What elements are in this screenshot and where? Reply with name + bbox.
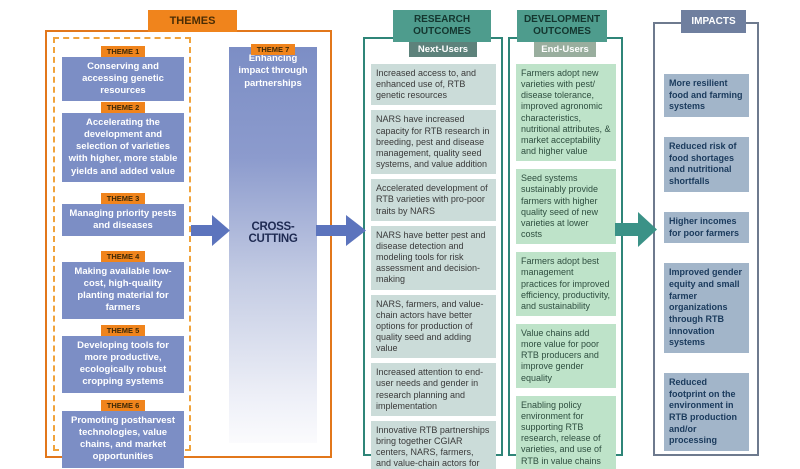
arrow-right-icon — [316, 215, 366, 246]
research-outcome-item: Increased attention to end-user needs an… — [371, 363, 496, 416]
theme-1-item: THEME 1 Conserving and accessing genetic… — [62, 39, 184, 102]
theme-2-box: Accelerating the development and selecti… — [62, 113, 184, 182]
impact-item: Improved gender equity and small farmer … — [664, 263, 749, 353]
arrow-right-icon — [191, 215, 230, 246]
research-outcomes-column-header: RESEARCH OUTCOMES — [393, 10, 491, 42]
theme-6-box: Promoting postharvest technologies, valu… — [62, 411, 184, 468]
research-outcome-item: Innovative RTB partnerships bring togeth… — [371, 420, 496, 469]
theme-4-item: THEME 4 Making available low-cost, high-… — [62, 244, 184, 319]
development-outcome-item: Value chains add more value for poor RTB… — [516, 323, 616, 388]
theme-1-tab: THEME 1 — [100, 46, 146, 57]
development-outcome-item: Farmers adopt best management practices … — [516, 252, 616, 316]
theme-1-box: Conserving and accessing genetic resourc… — [62, 57, 184, 102]
theme-4-tab: THEME 4 — [100, 251, 146, 262]
theme-5-item: THEME 5 Developing tools for more produc… — [62, 318, 184, 393]
impacts-column-header: IMPACTS — [681, 10, 746, 33]
development-outcomes-column-header: DEVELOPMENT OUTCOMES — [517, 10, 607, 42]
research-outcome-item: NARS have increased capacity for RTB res… — [371, 110, 496, 175]
theme-2-tab: THEME 2 — [100, 102, 146, 113]
development-outcomes-list: Farmers adopt new varieties with pest/ d… — [508, 37, 623, 469]
development-outcome-item: Seed systems sustainably provide farmers… — [516, 169, 616, 245]
theme-5-tab: THEME 5 — [100, 325, 146, 336]
impact-item: Higher incomes for poor farmers — [664, 211, 749, 244]
cross-cutting-label: CROSS-CUTTING — [248, 221, 298, 245]
theme-6-item: THEME 6 Promoting postharvest technologi… — [62, 393, 184, 468]
impact-item: Reduced footprint on the environment in … — [664, 373, 749, 452]
development-outcome-item: Farmers adopt new varieties with pest/ d… — [516, 64, 616, 162]
theme-3-tab: THEME 3 — [100, 193, 146, 204]
impact-item: More resilient food and farming systems — [664, 74, 749, 118]
theme-7-box: Enhancing impact through partnerships — [238, 53, 308, 89]
themes-column-header: THEMES — [148, 10, 237, 32]
impacts-list: More resilient food and farming systems … — [653, 22, 759, 456]
arrow-right-icon — [615, 212, 657, 247]
research-outcomes-list: Increased access to, and enhanced use of… — [363, 37, 503, 469]
theme-4-box: Making available low-cost, high-quality … — [62, 262, 184, 319]
next-users-subheader: Next-Users — [409, 42, 477, 57]
research-outcome-item: Increased access to, and enhanced use of… — [371, 64, 496, 106]
development-outcome-item: Enabling policy environment for supporti… — [516, 395, 616, 469]
research-outcome-item: NARS have better pest and disease detect… — [371, 225, 496, 290]
theme-5-box: Developing tools for more productive, ec… — [62, 336, 184, 393]
theme-6-tab: THEME 6 — [100, 400, 146, 411]
research-outcome-item: NARS, farmers, and value-chain actors ha… — [371, 294, 496, 359]
end-users-subheader: End-Users — [534, 42, 596, 57]
impact-item: Reduced risk of food shortages and nutri… — [664, 137, 749, 192]
research-outcome-item: Accelerated development of RTB varieties… — [371, 179, 496, 221]
theme-3-box: Managing priority pests and diseases — [62, 204, 184, 237]
theme-2-item: THEME 2 Accelerating the development and… — [62, 95, 184, 182]
theme-3-item: THEME 3 Managing priority pests and dise… — [62, 186, 184, 237]
theme-7-tab-wrap: THEME 7 — [229, 37, 317, 55]
theme-7-tab: THEME 7 — [250, 44, 296, 55]
theme-7-cross-cutting-column: Enhancing impact through partnerships — [229, 47, 317, 443]
